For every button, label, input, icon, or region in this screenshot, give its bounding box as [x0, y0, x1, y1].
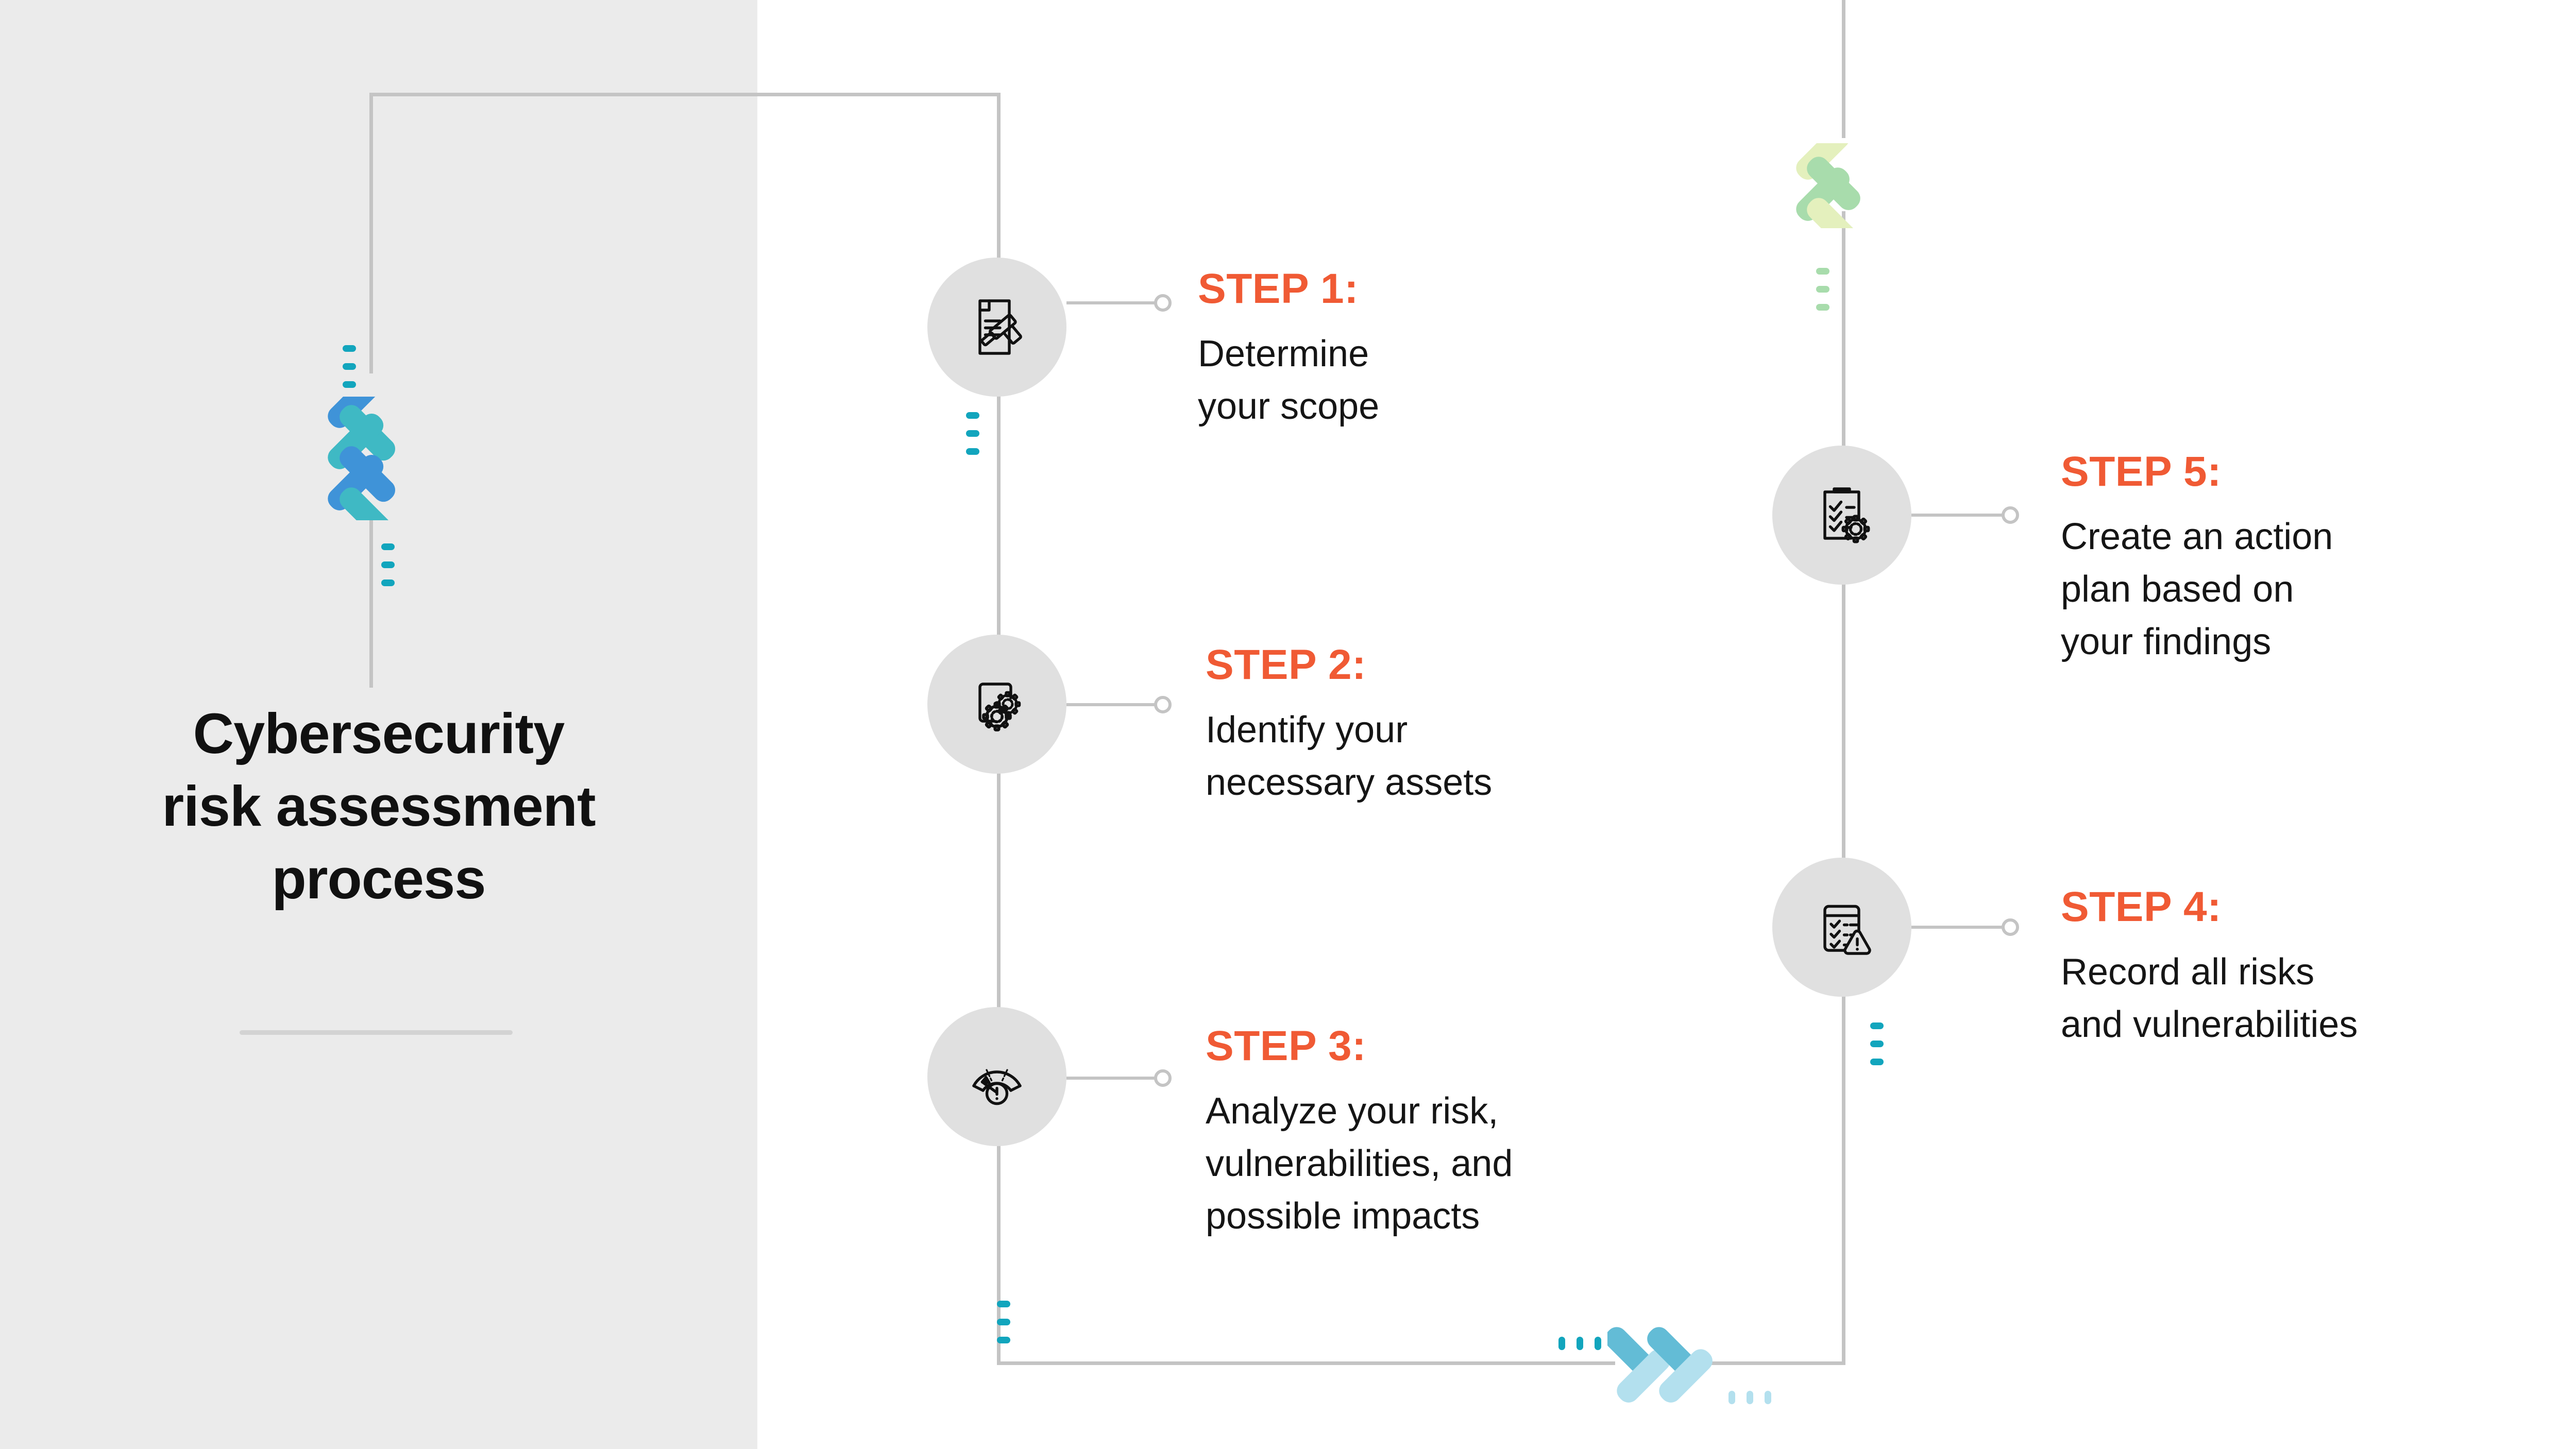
step-4-label: STEP 4:: [2061, 883, 2222, 930]
tick-marks-step1-below: [966, 412, 979, 466]
tick-marks-step3-below: [997, 1301, 1010, 1355]
clipboard-gear-icon: [1803, 476, 1880, 554]
tick-marks-left-below: [381, 543, 395, 598]
left-panel: [0, 0, 757, 1449]
title-divider: [240, 1030, 513, 1035]
step-4-leader-dot: [2002, 918, 2019, 936]
step-4-desc-line-2: and vulnerabilities: [2061, 1004, 2358, 1046]
double-chevron-right-cyan-icon: [1607, 1298, 1716, 1427]
connector-top-horizontal: [369, 93, 1001, 96]
connector-left-vertical-bottom: [369, 520, 373, 688]
step-4-node[interactable]: [1772, 858, 1911, 997]
step-1-text: STEP 1: Determine your scope: [1198, 268, 1379, 433]
step-1-desc-line-2: your scope: [1198, 386, 1380, 428]
step-4-text: STEP 4: Record all risks and vulnerabili…: [2061, 886, 2358, 1051]
gauge-alert-icon: [958, 1038, 1036, 1115]
step-1-leader-dot: [1154, 294, 1172, 312]
step-5-leader-line: [1911, 514, 2007, 517]
step-3-text: STEP 3: Analyze your risk, vulnerabiliti…: [1206, 1025, 1513, 1243]
step-5-desc-line-3: your findings: [2061, 621, 2272, 663]
title-line-3: process: [272, 847, 486, 911]
step-1-desc-line-1: Determine: [1198, 333, 1369, 374]
step-5-leader-dot: [2002, 506, 2019, 524]
tick-marks-bottom-right: [1728, 1391, 1783, 1404]
step-2-leader-dot: [1154, 696, 1172, 713]
document-gavel-icon: [958, 288, 1036, 366]
step-2-leader-line: [1066, 703, 1159, 706]
connector-right-vertical-lower: [1842, 211, 1845, 1365]
connector-bottom-horizontal-right: [1700, 1361, 1845, 1365]
step-5-label: STEP 5:: [2061, 448, 2222, 495]
step-2-label: STEP 2:: [1206, 641, 1366, 688]
step-5-node[interactable]: [1772, 446, 1911, 585]
step-2-text: STEP 2: Identify your necessary assets: [1206, 644, 1492, 809]
connector-left-vertical-top: [369, 93, 373, 373]
step-3-desc-line-1: Analyze your risk,: [1206, 1090, 1499, 1132]
step-3-label: STEP 3:: [1206, 1022, 1366, 1069]
step-3-desc-line-3: possible impacts: [1206, 1196, 1480, 1237]
tick-marks-step4-below: [1870, 1022, 1884, 1077]
tick-marks-left-above: [343, 345, 356, 399]
step-1-node[interactable]: [927, 258, 1066, 397]
step-3-leader-dot: [1154, 1069, 1172, 1087]
window-gears-icon: [958, 666, 1036, 743]
step-2-desc-line-2: necessary assets: [1206, 762, 1493, 804]
step-1-label: STEP 1:: [1198, 265, 1359, 312]
step-4-leader-line: [1911, 926, 2007, 929]
double-chevron-up-green-icon: [1788, 143, 1891, 228]
step-3-desc-line-2: vulnerabilities, and: [1206, 1143, 1513, 1185]
title-line-2: risk assessment: [162, 774, 596, 838]
triple-chevron-up-blue-icon: [319, 397, 422, 520]
checklist-warning-icon: [1803, 889, 1880, 966]
step-2-node[interactable]: [927, 635, 1066, 774]
step-3-leader-line: [1066, 1077, 1159, 1080]
step-5-text: STEP 5: Create an action plan based on y…: [2061, 451, 2333, 669]
step-1-leader-line: [1066, 301, 1159, 304]
page-title: Cybersecurity risk assessment process: [46, 698, 711, 915]
step-2-desc-line-1: Identify your: [1206, 709, 1408, 751]
step-5-desc-line-1: Create an action: [2061, 516, 2333, 557]
connector-bottom-horizontal-left: [997, 1361, 1615, 1365]
connector-right-vertical-top: [1842, 0, 1845, 138]
step-4-desc-line-1: Record all risks: [2061, 951, 2315, 993]
tick-marks-bottom-left: [1558, 1337, 1613, 1350]
step-5-desc-line-2: plan based on: [2061, 569, 2294, 610]
title-line-1: Cybersecurity: [193, 702, 565, 765]
tick-marks-green: [1816, 268, 1829, 322]
step-3-node[interactable]: [927, 1007, 1066, 1146]
